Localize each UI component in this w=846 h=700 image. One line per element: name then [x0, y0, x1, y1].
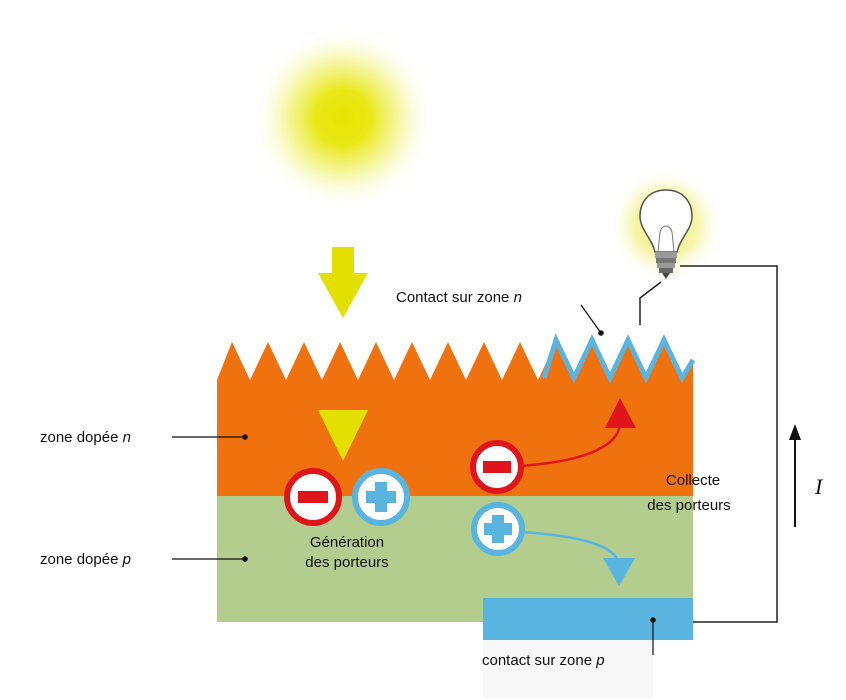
- current-label: I: [814, 474, 824, 499]
- contact-n-label: Contact sur zone n: [396, 289, 522, 306]
- current-arrow-icon: [789, 424, 801, 527]
- sun-icon: [251, 26, 435, 210]
- p-contact-fade: [483, 640, 653, 698]
- hole-icon: [471, 502, 525, 556]
- zone-n-label: zone dopée n: [40, 429, 131, 446]
- electron-icon: [470, 440, 524, 494]
- collecte-label-line2: des porteurs: [647, 497, 730, 514]
- hole-path-arrow: [521, 530, 620, 561]
- bulb-lead-wire: [639, 281, 662, 325]
- electron-icon: [284, 468, 342, 526]
- contact-p-label: contact sur zone p: [482, 652, 605, 669]
- generation-label-line2: des porteurs: [305, 554, 388, 571]
- photon-arrow-icon: [318, 247, 368, 318]
- p-contact: [483, 598, 693, 640]
- zone-p-label: zone dopée p: [40, 551, 131, 568]
- electron-path-arrow: [518, 423, 622, 468]
- hole-icon: [352, 468, 410, 526]
- light-bulb-icon: [608, 167, 724, 283]
- collecte-label-line1: Collecte: [666, 472, 720, 489]
- contact-n-leader: [580, 304, 602, 334]
- n-contact: [541, 333, 696, 384]
- circuit-wire: [680, 265, 778, 623]
- generation-label-line1: Génération: [310, 534, 384, 551]
- hole-arrow-head-icon: [603, 558, 635, 586]
- electron-arrow-head-icon: [605, 398, 636, 428]
- absorbed-photon-icon: [318, 410, 368, 461]
